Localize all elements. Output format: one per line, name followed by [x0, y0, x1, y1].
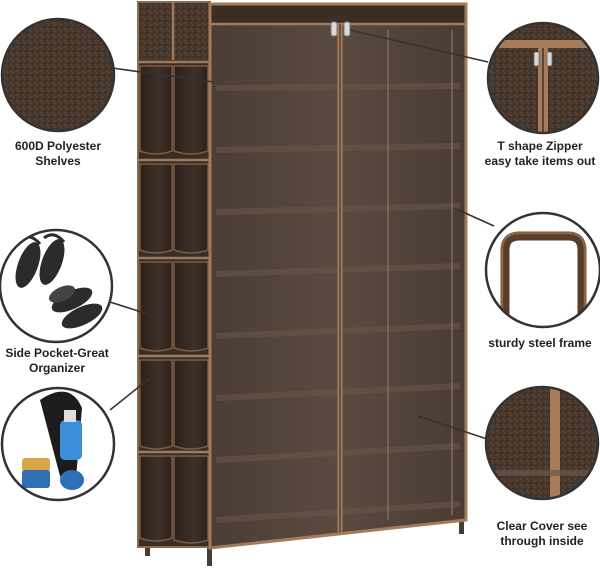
caption-frame: sturdy steel frame — [476, 336, 600, 351]
caption-zipper-line1: T shape Zipper — [497, 139, 583, 153]
zipper-pull-icon — [330, 21, 351, 37]
caption-polyester-line1: 600D Polyester — [14, 139, 102, 153]
caption-pocket-line2: Organizer — [28, 361, 85, 375]
caption-frame-line1: sturdy steel frame — [488, 336, 592, 350]
clear-cover-icon — [484, 385, 600, 501]
steel-frame-icon — [484, 211, 600, 329]
caption-cover: Clear Cover see through inside — [478, 519, 600, 549]
front-cover — [208, 2, 468, 550]
zipper-icon — [486, 21, 600, 135]
caption-pocket-line1: Side Pocket-Great — [5, 346, 109, 360]
caption-pocket: Side Pocket-Great Organizer — [0, 346, 122, 376]
caption-polyester: 600D Polyester Shelves — [0, 139, 123, 169]
caption-polyester-line2: Shelves — [35, 154, 81, 168]
sandals-icon — [0, 228, 114, 344]
fabric-texture-icon — [0, 17, 116, 133]
caption-zipper-line2: easy take items out — [484, 154, 596, 168]
side-pocket-column — [137, 1, 211, 548]
caption-zipper: T shape Zipper easy take items out — [476, 139, 600, 169]
caption-cover-line1: Clear Cover see — [496, 519, 588, 533]
callout-lines — [109, 29, 495, 441]
shoe-care-kit-icon — [0, 386, 116, 502]
caption-cover-line2: through inside — [500, 534, 584, 548]
